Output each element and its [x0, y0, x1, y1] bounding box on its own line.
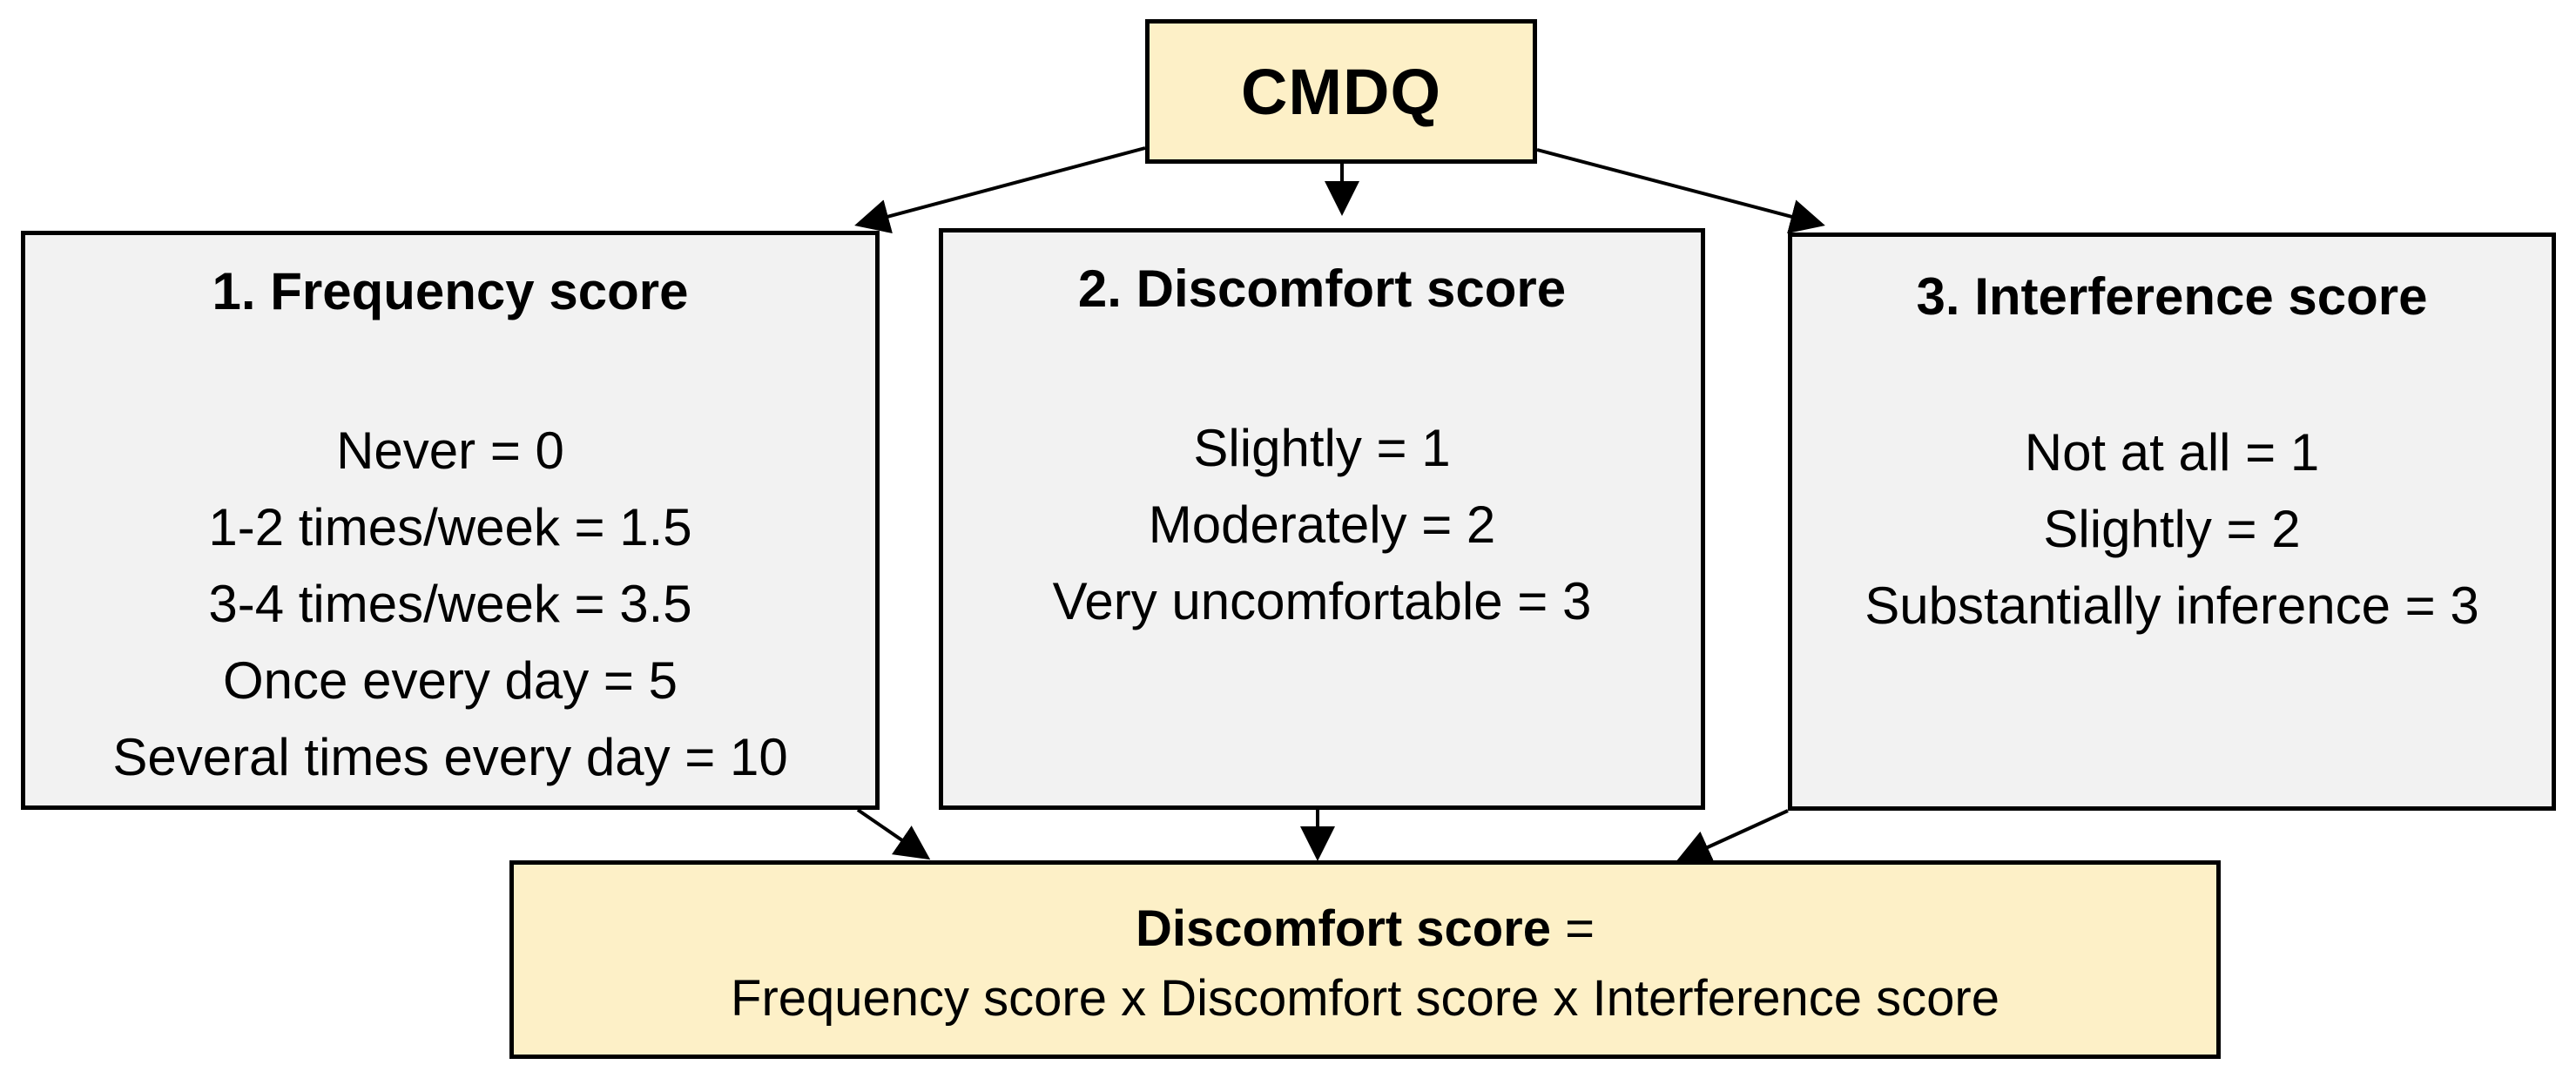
interference-score-item: Slightly = 2	[2043, 500, 2301, 558]
discomfort-score-items: Slightly = 1 Moderately = 2 Very uncomfo…	[943, 410, 1701, 640]
frequency-score-item: Never = 0	[336, 421, 564, 480]
formula-expression: Frequency score x Discomfort score x Int…	[731, 970, 1999, 1027]
arrow-cmdq-to-interference	[1536, 148, 1825, 234]
interference-score-item: Not at all = 1	[2024, 423, 2320, 482]
interference-score-title: 3. Interference score	[1916, 267, 2428, 326]
formula-equals: =	[1551, 900, 1595, 957]
frequency-score-item: 1-2 times/week = 1.5	[208, 498, 692, 556]
discomfort-score-title: 2. Discomfort score	[1077, 259, 1567, 318]
discomfort-score-box: 2. Discomfort score Slightly = 1 Moderat…	[939, 228, 1705, 810]
arrow-cmdq-to-frequency	[854, 146, 1146, 234]
frequency-score-box: 1. Frequency score Never = 0 1-2 times/w…	[21, 231, 880, 810]
result-formula-box: Discomfort score = Frequency score x Dis…	[509, 860, 2221, 1059]
frequency-score-items: Never = 0 1-2 times/week = 1.5 3-4 times…	[25, 413, 875, 796]
arrow-interference-to-result	[1676, 809, 1789, 864]
interference-score-box: 3. Interference score Not at all = 1 Sli…	[1788, 232, 2556, 811]
frequency-score-item: 3-4 times/week = 3.5	[208, 575, 692, 633]
frequency-score-title: 1. Frequency score	[212, 262, 689, 320]
interference-score-item: Substantially inference = 3	[1865, 576, 2479, 635]
interference-score-items: Not at all = 1 Slightly = 2 Substantiall…	[1792, 414, 2552, 644]
frequency-score-item: Several times every day = 10	[112, 728, 788, 786]
formula-heading: Discomfort score	[1135, 900, 1552, 957]
discomfort-score-item: Slightly = 1	[1193, 419, 1451, 477]
frequency-score-item: Once every day = 5	[223, 651, 678, 710]
cmdq-box: CMDQ	[1145, 19, 1537, 164]
formula-heading-line: Discomfort score =	[514, 896, 2216, 962]
discomfort-score-item: Moderately = 2	[1148, 495, 1496, 554]
cmdq-title: CMDQ	[1240, 55, 1442, 128]
discomfort-score-item: Very uncomfortable = 3	[1052, 572, 1592, 630]
arrow-frequency-to-result	[856, 808, 931, 860]
